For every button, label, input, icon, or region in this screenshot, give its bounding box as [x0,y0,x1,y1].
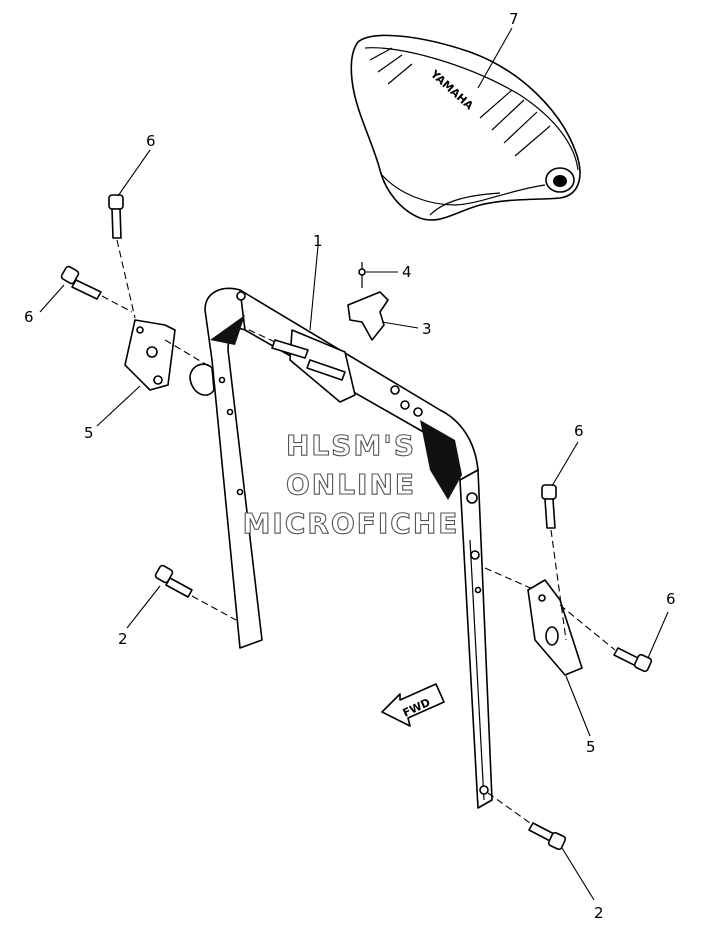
forward-arrow: FWD [381,683,445,727]
seat-stripes [369,47,551,157]
callout-2-left: 2 [118,630,128,648]
watermark-line-1: HLSM'S [286,429,416,462]
d-ring [189,363,215,396]
clip-bracket [347,262,389,341]
callout-7: 7 [509,10,519,28]
bolt-2-bottom [528,822,567,851]
callout-6-left: 6 [24,308,34,326]
callouts: 7 1 4 3 6 6 5 6 6 5 2 2 [24,10,676,922]
leader-lines [39,27,669,901]
callout-5-right: 5 [586,738,596,756]
callout-2-bottom: 2 [594,904,604,922]
bolt-6-right-top [541,484,557,529]
watermark-line-3: MICROFICHE [243,507,460,540]
bolt-2-left [154,564,193,598]
watermark: HLSM'S ONLINE MICROFICHE [242,428,460,540]
grip-clamp [271,329,356,403]
callout-6-top-left: 6 [146,132,156,150]
bolt-6-top-left [108,194,124,239]
callout-6-right: 6 [666,590,676,608]
bolt-6-right [613,647,653,673]
callout-6-right-top: 6 [574,422,584,440]
bracket-plate-left [124,319,176,391]
watermark-line-2: ONLINE [286,468,416,501]
bolt-6-left [60,265,102,300]
callout-3: 3 [422,320,432,338]
bracket-plate-right [527,579,583,676]
assembly-lines [101,239,616,824]
callout-5-left: 5 [84,424,94,442]
callout-4: 4 [402,263,412,281]
callout-1: 1 [313,232,323,250]
seat: YAMAHA [350,34,581,221]
